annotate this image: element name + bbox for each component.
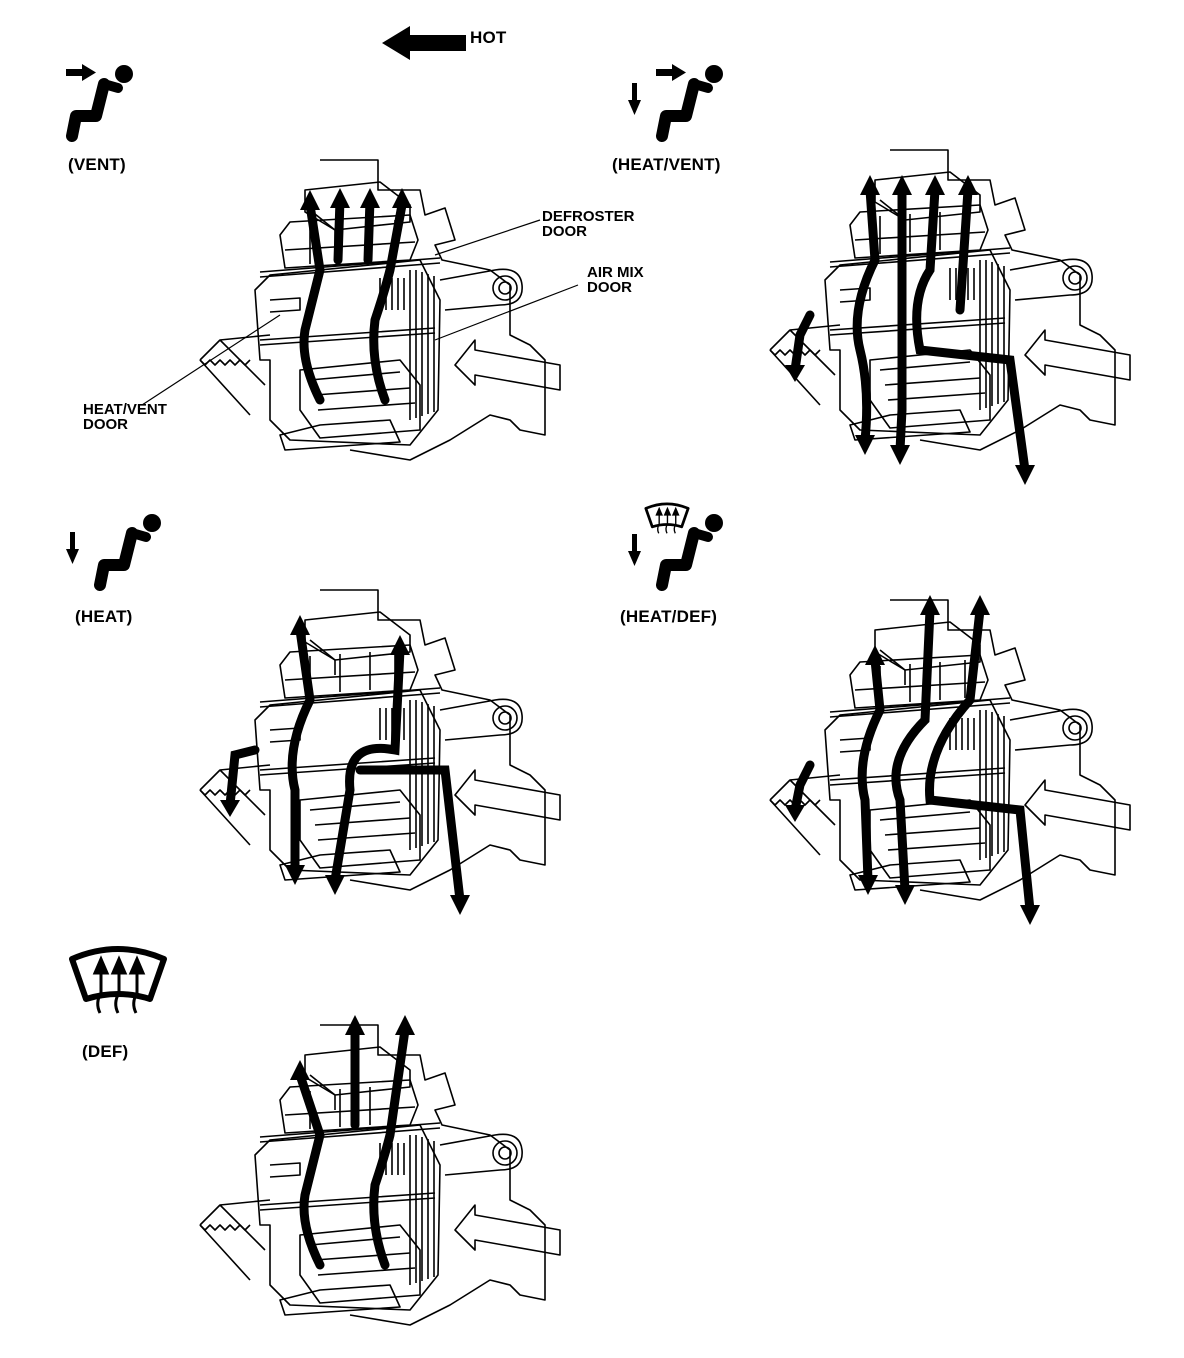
- airflow-path: [912, 185, 1030, 475]
- arrow-right-icon: [66, 64, 96, 81]
- heat-vent-door-leader: [141, 314, 281, 406]
- airflow-path: [295, 1070, 325, 1270]
- mode-label-def: (DEF): [82, 1042, 129, 1061]
- airflow-path: [369, 200, 407, 405]
- arrow-down-icon: [628, 83, 641, 115]
- windshield-icon: [644, 502, 690, 535]
- heat-mode-icon: [66, 512, 166, 594]
- arrow-right-icon: [656, 64, 686, 81]
- airflow-path: [369, 1025, 410, 1270]
- hot-arrow-icon: [382, 26, 466, 60]
- def-mode-icon: [68, 945, 172, 1025]
- windshield-icon: [72, 949, 164, 1013]
- airflow-path: [852, 185, 880, 445]
- airflow-path: [857, 655, 885, 885]
- hot-label: HOT: [470, 28, 507, 47]
- heater-unit-heat-vent: [769, 149, 1131, 485]
- airflow-path: [225, 745, 260, 810]
- airflow-path: [355, 765, 465, 905]
- mode-label-vent: (VENT): [68, 155, 126, 174]
- airflow-path: [925, 605, 1035, 915]
- air-mix-door-leader: [434, 284, 579, 341]
- arrow-down-icon: [66, 532, 79, 564]
- mode-label-heat-def: (HEAT/DEF): [620, 607, 718, 626]
- heater-unit-heat: [199, 589, 561, 915]
- airflow-path: [299, 200, 325, 405]
- heat-def-mode-icon: [628, 502, 728, 594]
- mode-label-heat-vent: (HEAT/VENT): [612, 155, 721, 174]
- arrow-down-icon: [628, 534, 641, 566]
- airflow-path: [287, 625, 315, 875]
- airflow-path: [955, 185, 973, 315]
- heater-unit-heat-def: [769, 595, 1131, 925]
- defroster-door-leader: [434, 219, 541, 256]
- airflow-path: [895, 185, 907, 455]
- heater-unit-def: [199, 1015, 561, 1326]
- mode-label-heat: (HEAT): [75, 607, 133, 626]
- airflow-path: [330, 645, 405, 885]
- seated-person-icon: [100, 514, 161, 585]
- heater-unit-vent: [141, 159, 579, 461]
- airflow-path: [790, 310, 815, 375]
- heat-vent-mode-icon: [628, 58, 728, 140]
- airflow-path: [333, 195, 375, 265]
- airflow-path: [790, 760, 815, 815]
- airflow-path: [891, 605, 935, 895]
- vent-mode-icon: [66, 58, 146, 140]
